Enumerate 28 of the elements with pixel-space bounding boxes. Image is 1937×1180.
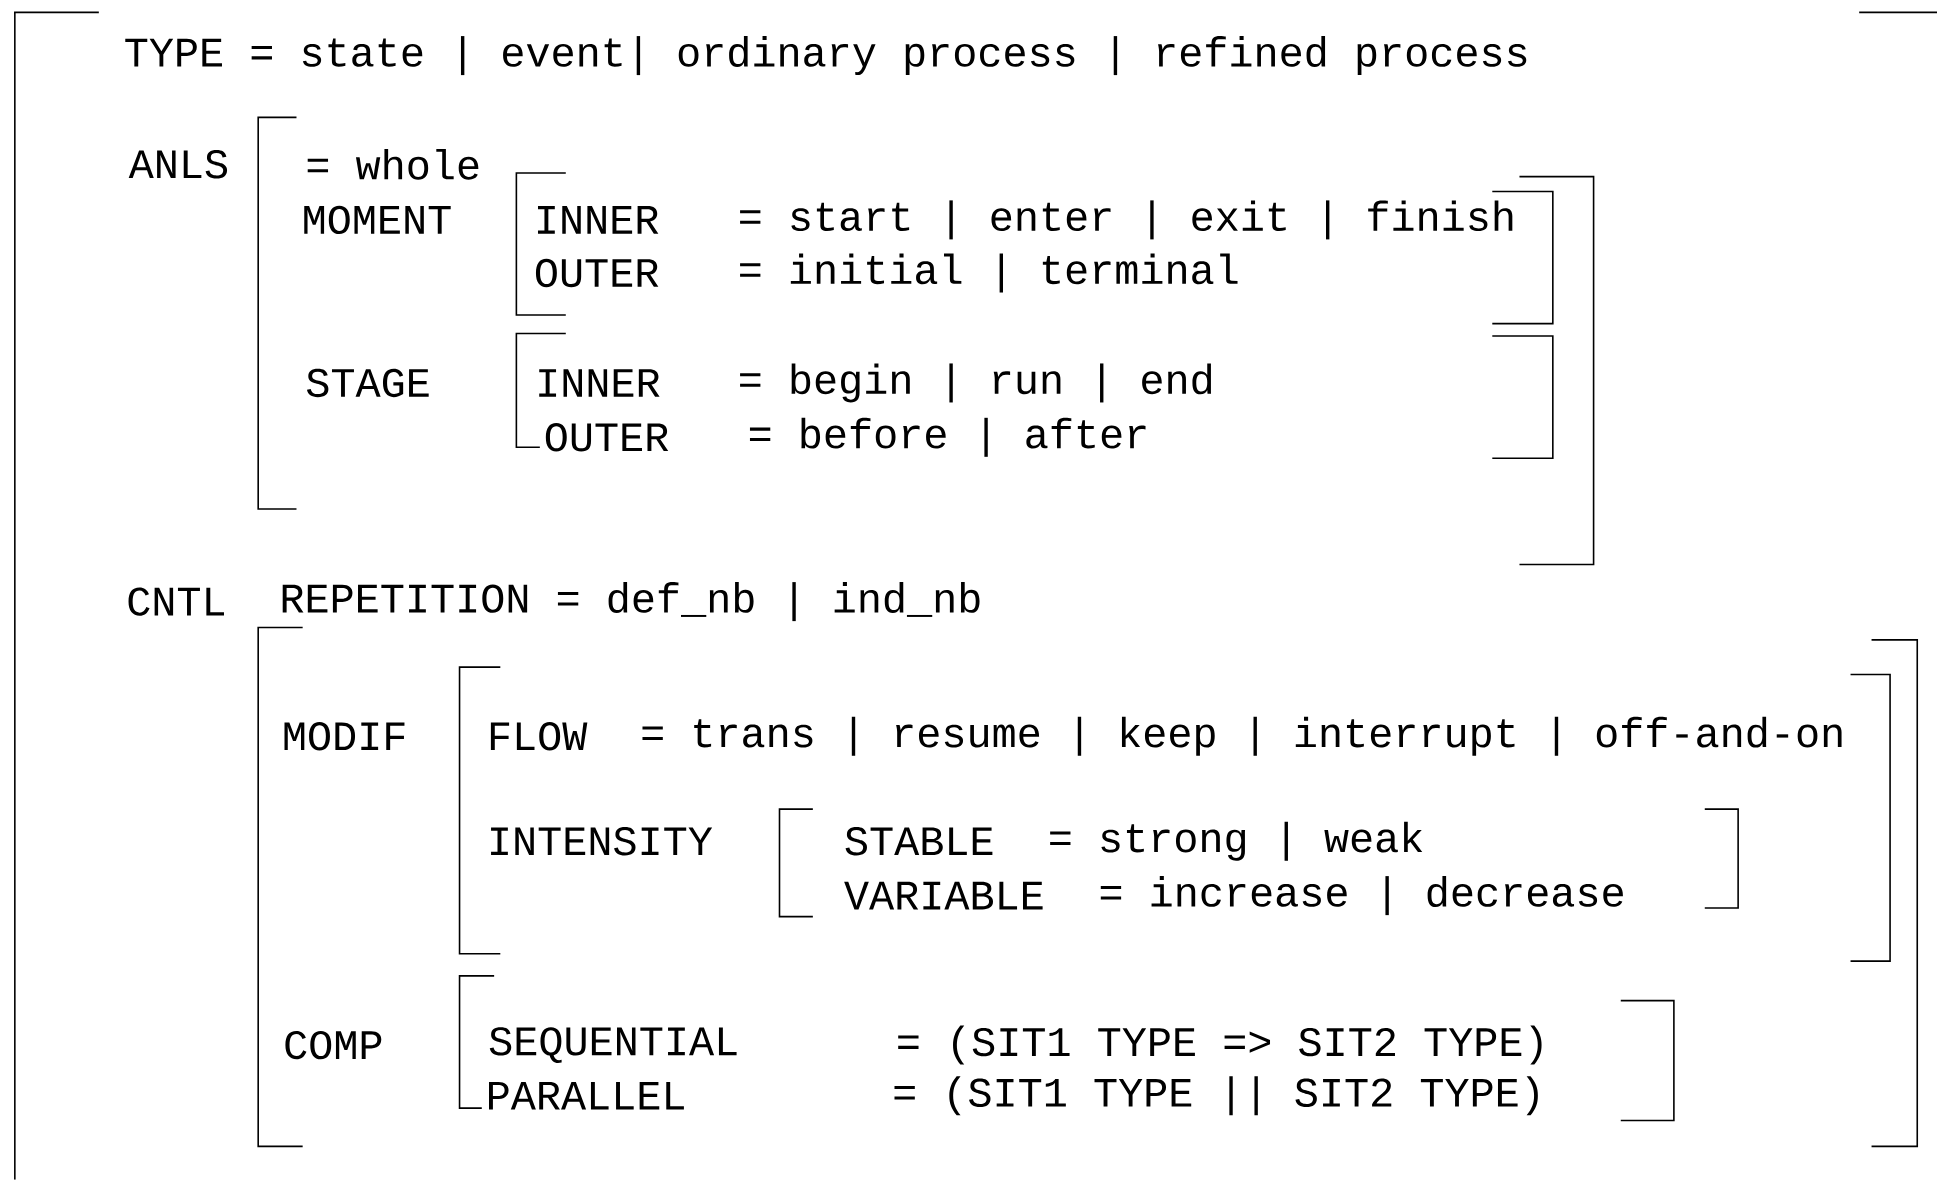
code-text: = whole xyxy=(307,149,479,180)
code-text: INTENSITY xyxy=(491,827,713,856)
code-text: MODIF xyxy=(284,722,405,751)
code-text: STAGE xyxy=(306,368,429,398)
code-text: = strong | weak xyxy=(1050,821,1423,861)
code-text: TYPE = state | event| ordinary process | refined process xyxy=(125,36,1527,76)
code-text: COMP xyxy=(285,1031,382,1060)
code-text: = start | enter | exit | finish xyxy=(740,200,1513,240)
code-text: FLOW xyxy=(490,722,588,751)
code-text: = increase | decrease xyxy=(1100,876,1623,916)
code-text: = before | after xyxy=(749,417,1146,457)
code-text: CNTL xyxy=(128,587,224,616)
code-text: INNER xyxy=(539,369,660,397)
code-text: MOMENT xyxy=(304,205,451,235)
code-text: OUTER xyxy=(535,258,659,288)
code-text: = initial | terminal xyxy=(740,253,1238,293)
code-text: = (SIT1 TYPE || SIT2 TYPE) xyxy=(894,1076,1538,1116)
code-text: = trans | resume | keep | interrupt | off-and-on xyxy=(642,716,1842,756)
code-text: SEQUENTIAL xyxy=(489,1027,737,1064)
code-text: = (SIT1 TYPE => SIT2 TYPE) xyxy=(898,1025,1542,1065)
code-text: = begin | run | end xyxy=(740,363,1212,403)
code-text: ANLS xyxy=(128,150,228,179)
code-text: OUTER xyxy=(545,423,669,452)
code-text: REPETITION = def_nb | ind_nb xyxy=(282,582,980,622)
code-text: VARIABLE xyxy=(844,881,1043,910)
code-text: INNER xyxy=(538,206,659,234)
code-text: STABLE xyxy=(845,827,993,856)
code-text: PARALLEL xyxy=(489,1082,684,1110)
